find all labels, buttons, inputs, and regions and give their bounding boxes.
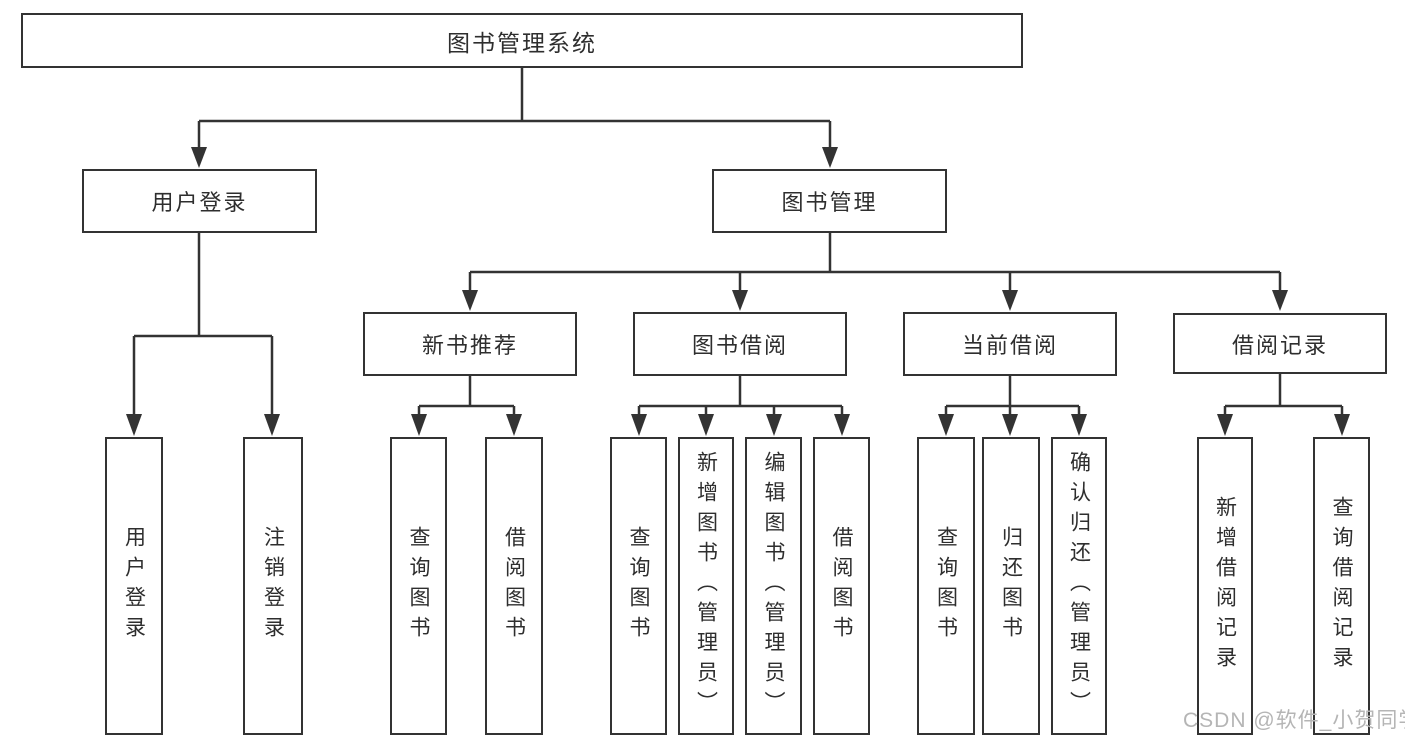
- leaf-user-login: 用户登录: [105, 437, 163, 735]
- leaf-current-query-books: 查询图书: [917, 437, 975, 735]
- node-user-login: 用户登录: [82, 169, 317, 233]
- leaf-recommend-borrow-books: 借阅图书: [485, 437, 543, 735]
- leaf-borrowing-borrow-books: 借阅图书: [813, 437, 870, 735]
- leaf-borrowing-edit-books-admin: 编辑图书（管理员）: [745, 437, 802, 735]
- node-current-borrowing: 当前借阅: [903, 312, 1117, 376]
- csdn-watermark: CSDN @软件_小贺同学: [1183, 709, 1405, 732]
- leaf-borrowing-query-books: 查询图书: [610, 437, 667, 735]
- node-system-root: 图书管理系统: [21, 13, 1023, 68]
- leaf-current-confirm-return-admin: 确认归还（管理员）: [1051, 437, 1107, 735]
- leaf-current-return-books: 归还图书: [982, 437, 1040, 735]
- leaf-borrowing-add-books-admin: 新增图书（管理员）: [678, 437, 734, 735]
- leaf-recommend-query-books: 查询图书: [390, 437, 447, 735]
- node-new-book-recommend: 新书推荐: [363, 312, 577, 376]
- node-book-management: 图书管理: [712, 169, 947, 233]
- node-book-borrowing: 图书借阅: [633, 312, 847, 376]
- leaf-records-add-record: 新增借阅记录: [1197, 437, 1253, 735]
- leaf-logout: 注销登录: [243, 437, 303, 735]
- leaf-records-query-record: 查询借阅记录: [1313, 437, 1370, 735]
- node-borrowing-records: 借阅记录: [1173, 313, 1387, 374]
